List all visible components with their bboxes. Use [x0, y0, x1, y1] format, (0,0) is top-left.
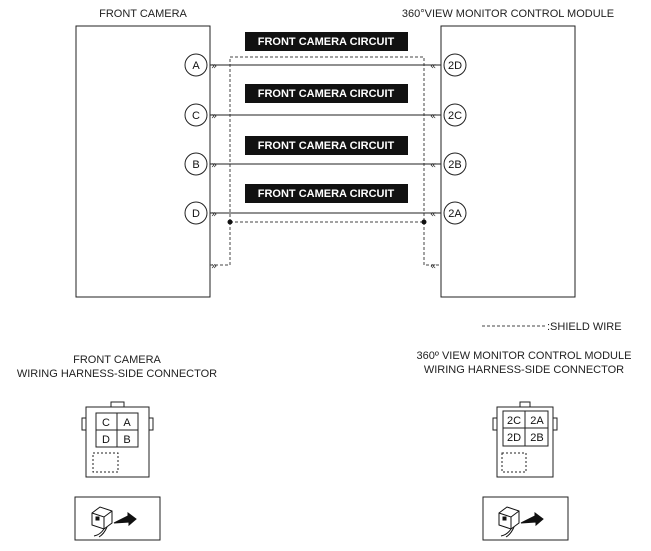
pin-circle: C [184, 103, 208, 127]
svg-text:«: « [430, 261, 436, 272]
circuit-banner: FRONT CAMERA CIRCUIT [245, 84, 408, 103]
connector-cell: A [123, 417, 131, 429]
shield-wire [210, 56, 441, 266]
svg-text:«: « [430, 111, 436, 122]
connector-cell: 2D [507, 432, 521, 444]
control-module-box [440, 25, 576, 298]
shield-wire-legend-text: :SHIELD WIRE [547, 321, 622, 333]
svg-text:«: « [430, 160, 436, 171]
pin-circle: D [184, 201, 208, 225]
cm-connector-title-line2: WIRING HARNESS-SIDE CONNECTOR [424, 364, 624, 376]
connector-cell: B [123, 434, 130, 446]
pin-circle: 2A [443, 201, 467, 225]
svg-text:C: C [192, 110, 200, 122]
svg-text:»: » [211, 261, 217, 272]
connector-insertion-view-icon [74, 496, 161, 541]
svg-text:»: » [211, 111, 217, 122]
pin-circle: 2C [443, 103, 467, 127]
svg-text:FRONT CAMERA CIRCUIT: FRONT CAMERA CIRCUIT [258, 188, 395, 200]
front-camera-box [75, 25, 211, 298]
fc-connector-face [81, 401, 154, 478]
shield-junction-right [421, 219, 427, 225]
pin-circle: 2D [443, 53, 467, 77]
svg-text:2C: 2C [448, 110, 462, 122]
circuit-banner: FRONT CAMERA CIRCUIT [245, 136, 408, 155]
svg-text:«: « [430, 209, 436, 220]
circuit-banner: FRONT CAMERA CIRCUIT [245, 184, 408, 203]
svg-text:B: B [192, 159, 199, 171]
cm-connector-title-line1: 360º VIEW MONITOR CONTROL MODULE [417, 350, 632, 362]
svg-text:2A: 2A [448, 208, 462, 220]
circuit-banner: FRONT CAMERA CIRCUIT [245, 32, 408, 51]
svg-text:FRONT CAMERA CIRCUIT: FRONT CAMERA CIRCUIT [258, 36, 395, 48]
svg-text:2B: 2B [448, 159, 461, 171]
svg-text:»: » [211, 209, 217, 220]
control-module-title: 360°VIEW MONITOR CONTROL MODULE [402, 8, 614, 20]
svg-text:D: D [192, 208, 200, 220]
connector-cell: D [102, 434, 110, 446]
connector-cell: 2A [530, 415, 544, 427]
pin-circle: 2B [443, 152, 467, 176]
connector-cell: 2C [507, 415, 521, 427]
fc-connector-title-line1: FRONT CAMERA [73, 354, 161, 366]
shield-junction-left [227, 219, 233, 225]
connector-chevron-icon: » » » » » « « « « « [211, 61, 436, 272]
pin-circle: B [184, 152, 208, 176]
svg-text:FRONT CAMERA CIRCUIT: FRONT CAMERA CIRCUIT [258, 88, 395, 100]
cm-connector-face [492, 401, 558, 478]
svg-text:«: « [430, 61, 436, 72]
circuit-wires [210, 64, 441, 214]
pin-circle: A [184, 53, 208, 77]
svg-text:2D: 2D [448, 60, 462, 72]
connector-cell: C [102, 417, 110, 429]
svg-text:FRONT CAMERA CIRCUIT: FRONT CAMERA CIRCUIT [258, 140, 395, 152]
front-camera-title: FRONT CAMERA [99, 8, 187, 20]
connector-insertion-view-icon [482, 496, 569, 541]
connector-cell: 2B [530, 432, 543, 444]
svg-text:A: A [192, 60, 200, 72]
svg-text:»: » [211, 61, 217, 72]
fc-connector-title-line2: WIRING HARNESS-SIDE CONNECTOR [17, 368, 217, 380]
svg-text:»: » [211, 160, 217, 171]
